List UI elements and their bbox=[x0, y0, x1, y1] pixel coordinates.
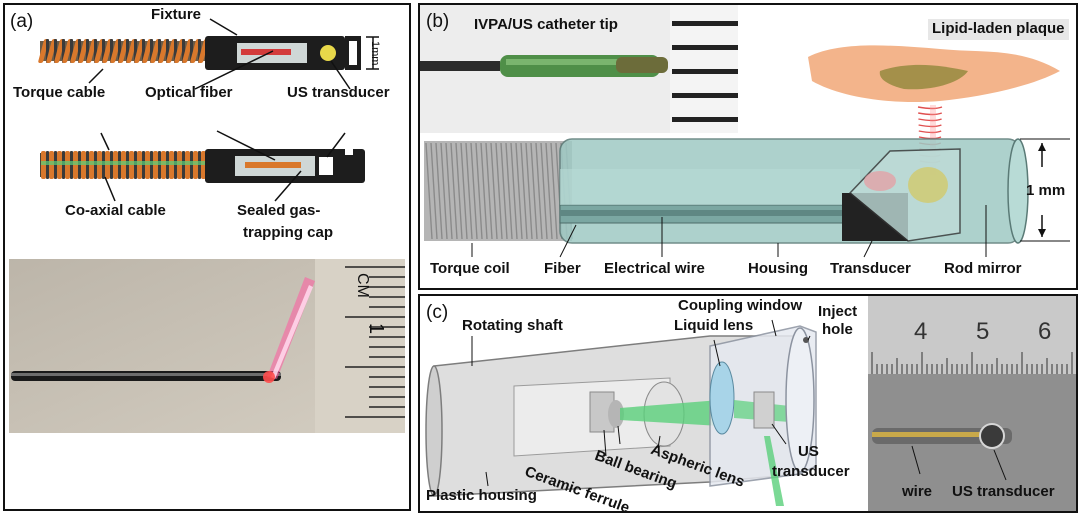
ruler-mark: 1 bbox=[365, 323, 387, 335]
label-fixture: Fixture bbox=[151, 6, 202, 23]
torque-cable-top bbox=[38, 39, 209, 63]
label-catheter-tip: IVPA/US catheter tip bbox=[474, 16, 618, 33]
panel-b-tag: (b) bbox=[426, 11, 450, 32]
us-transducer-photo bbox=[979, 423, 1005, 449]
panel-b-drawing bbox=[420, 5, 1070, 258]
label-electrical-wire: Electrical wire bbox=[604, 260, 705, 277]
label-plaque: Lipid-laden plaque bbox=[928, 19, 1069, 40]
label-us-transducer-photo: US transducer bbox=[952, 483, 1055, 500]
label-plastic-housing: Plastic housing bbox=[426, 487, 537, 504]
label-sealed-cap-1: Sealed gas- bbox=[237, 202, 321, 219]
optical-fiber-top bbox=[241, 49, 291, 55]
label-us-transducer: US transducer bbox=[287, 84, 390, 101]
panel-c: (c) Rotating shaft Coupling window Liqui… bbox=[418, 294, 1078, 513]
catheter-photo bbox=[9, 259, 405, 433]
label-us-2: transducer bbox=[772, 463, 850, 480]
panel-b: (b) IVPA/US catheter tip Lipid-laden pla… bbox=[418, 3, 1078, 290]
label-coaxial-cable: Co-axial cable bbox=[65, 202, 166, 219]
label-torque-coil: Torque coil bbox=[430, 260, 510, 277]
label-coupling-window: Coupling window bbox=[678, 297, 803, 314]
ruler-unit: CM bbox=[354, 273, 371, 298]
ball-bearing bbox=[608, 400, 624, 428]
panel-a: (a) bbox=[3, 3, 411, 511]
liquid-lens bbox=[709, 361, 735, 435]
label-optical-fiber: Optical fiber bbox=[145, 84, 233, 101]
label-scale-1mm: 1mm bbox=[369, 41, 381, 66]
label-us-1: US bbox=[798, 443, 819, 460]
label-rotating-shaft: Rotating shaft bbox=[462, 317, 563, 334]
label-sealed-cap-2: trapping cap bbox=[243, 224, 334, 241]
panel-a-drawing bbox=[9, 18, 405, 433]
label-wire: wire bbox=[902, 483, 933, 500]
green-beam bbox=[620, 400, 720, 426]
label-b-scale: 1 mm bbox=[1026, 182, 1066, 199]
us-transducer-3d bbox=[753, 391, 775, 429]
inject-hole bbox=[803, 337, 809, 343]
label-inject-2: hole bbox=[822, 321, 853, 338]
ruler-c-5: 5 bbox=[976, 318, 990, 345]
us-transducer-top bbox=[320, 45, 336, 61]
label-transducer: Transducer bbox=[830, 260, 911, 277]
transducer-photo bbox=[868, 296, 1076, 511]
label-fiber: Fiber bbox=[544, 260, 581, 277]
panel-a-tag: (a) bbox=[10, 11, 34, 32]
catheter-tip-photo bbox=[420, 5, 738, 133]
label-torque-cable: Torque cable bbox=[13, 84, 106, 101]
fiber bbox=[560, 169, 860, 205]
label-housing: Housing bbox=[748, 260, 808, 277]
catheter-body bbox=[424, 138, 1029, 244]
ruler-c-6: 6 bbox=[1038, 318, 1052, 345]
label-rod-mirror: Rod mirror bbox=[944, 260, 1022, 277]
panel-c-drawing bbox=[425, 296, 1076, 511]
catheter-3d bbox=[425, 325, 817, 506]
electrical-wire bbox=[560, 210, 850, 216]
sealed-cap bbox=[319, 157, 333, 175]
label-inject-1: Inject bbox=[818, 303, 858, 320]
coaxial-cable bbox=[40, 151, 209, 179]
ruler bbox=[315, 259, 405, 433]
ruler-c-4: 4 bbox=[914, 318, 928, 345]
panel-c-tag: (c) bbox=[426, 302, 449, 323]
label-liquid-lens: Liquid lens bbox=[674, 317, 754, 334]
